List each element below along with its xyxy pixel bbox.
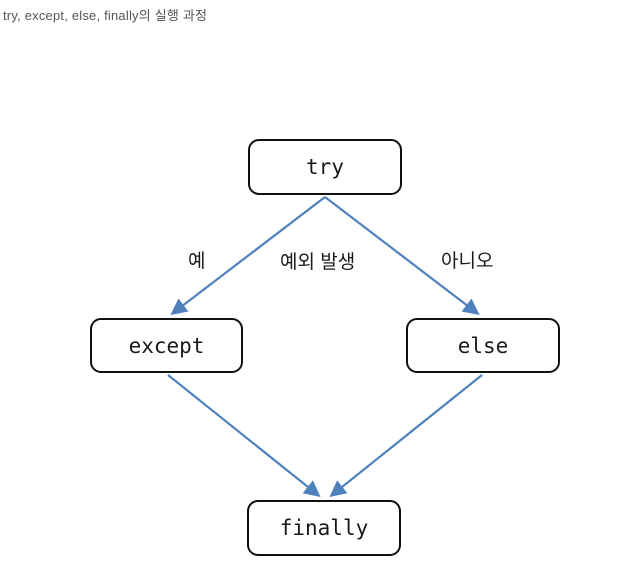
node-try: try (248, 139, 402, 195)
arrow-try-to-except (170, 196, 326, 316)
edge-label-exception: 예외 발생 (280, 252, 356, 273)
arrow-else-to-finally (329, 374, 483, 498)
edge-label-no: 아니오 (441, 251, 494, 272)
edge-label-yes: 예 (188, 251, 206, 272)
page-title: try, except, else, finally의 실행 과정 (3, 8, 208, 23)
arrow-try-to-else (324, 196, 480, 316)
arrow-except-to-finally (167, 374, 321, 498)
node-finally: finally (247, 500, 401, 556)
node-except: except (90, 318, 243, 373)
node-else: else (406, 318, 560, 373)
